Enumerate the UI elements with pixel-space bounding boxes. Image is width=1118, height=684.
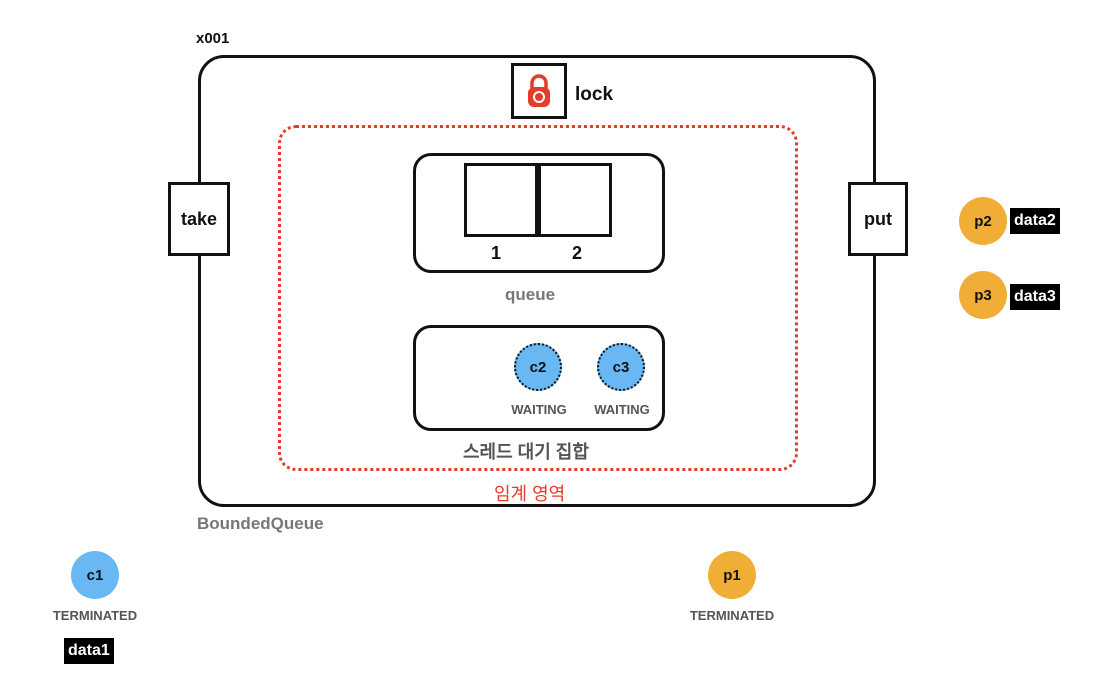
queue-label: queue (505, 285, 556, 304)
wait-set-box (413, 325, 665, 431)
thread-name: c2 (529, 358, 547, 376)
put-label: put (864, 208, 892, 229)
thread-name: c3 (612, 358, 630, 376)
data-tag: data3 (1010, 284, 1060, 310)
thread-c3-circle: c3 (597, 343, 645, 391)
put-method-box: put (848, 182, 908, 256)
take-label: take (180, 208, 218, 229)
bounded-queue-label: BoundedQueue (197, 514, 324, 533)
thread-status: TERMINATED (689, 608, 775, 623)
queue-box (413, 153, 665, 273)
thread-status: WAITING (511, 402, 567, 417)
thread-name: p2 (974, 212, 992, 230)
data-tag: data1 (64, 638, 114, 664)
wait-set-label: 스레드 대기 집합 (463, 442, 589, 462)
lock-label: lock (575, 84, 614, 105)
queue-slot-number: 1 (490, 243, 501, 263)
thread-status: TERMINATED (52, 608, 138, 623)
thread-name: p1 (723, 566, 741, 584)
take-method-box: take (168, 182, 230, 256)
thread-c1-circle: c1 (71, 551, 119, 599)
thread-p1-circle: p1 (708, 551, 756, 599)
thread-c2-circle: c2 (514, 343, 562, 391)
thread-p2-circle: p2 (959, 197, 1007, 245)
queue-slot (538, 163, 612, 237)
critical-section-label: 임계 영역 (494, 484, 566, 504)
queue-slot-number: 2 (571, 243, 582, 263)
thread-name: c1 (86, 566, 104, 584)
lock-box (511, 63, 567, 119)
thread-status: WAITING (594, 402, 650, 417)
padlock-icon (528, 74, 550, 107)
queue-slot (464, 163, 538, 237)
object-address-label: x001 (196, 30, 230, 47)
bounded-queue-box (198, 55, 876, 507)
thread-name: p3 (974, 286, 992, 304)
thread-p3-circle: p3 (959, 271, 1007, 319)
data-tag: data2 (1010, 208, 1060, 234)
critical-section-area (278, 125, 798, 471)
